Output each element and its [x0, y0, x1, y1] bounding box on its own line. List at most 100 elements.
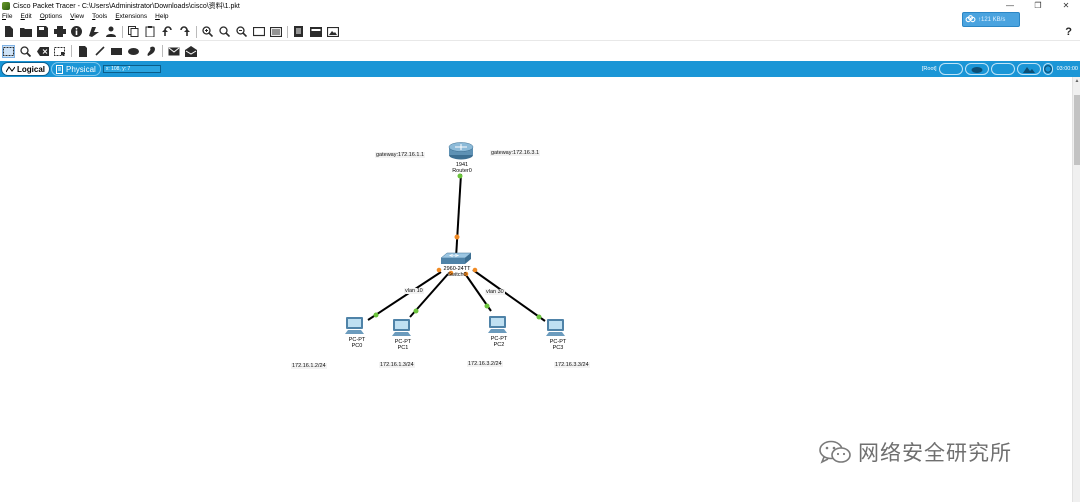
- main-toolbar: [0, 23, 1080, 41]
- tab-physical-label: Physical: [66, 64, 96, 74]
- select-icon[interactable]: [2, 44, 15, 58]
- resize-icon[interactable]: [53, 45, 66, 58]
- menu-options[interactable]: Options: [39, 13, 63, 20]
- custom-device-icon[interactable]: [269, 25, 282, 38]
- logical-workspace-canvas[interactable]: gateway:172.16.1.1 gateway:172.16.3.1 vl…: [0, 77, 1072, 502]
- inspect-icon[interactable]: [19, 45, 32, 58]
- move-object-button[interactable]: [990, 63, 1015, 75]
- topology-links: [345, 142, 565, 336]
- link-light-switch-fa4: [472, 267, 478, 273]
- help-button[interactable]: ?: [1065, 26, 1072, 38]
- tab-physical[interactable]: Physical: [51, 62, 101, 76]
- tab-logical-label: Logical: [17, 64, 46, 74]
- vertical-scrollbar[interactable]: ▲: [1072, 77, 1080, 502]
- pc2-icon[interactable]: [488, 316, 507, 333]
- scroll-up-icon[interactable]: ▲: [1074, 78, 1080, 84]
- image-icon[interactable]: [326, 25, 339, 38]
- place-note-icon[interactable]: [76, 45, 89, 58]
- copy-icon[interactable]: [127, 25, 140, 38]
- pc1-name: PC1: [397, 345, 409, 351]
- add-complex-pdu-icon[interactable]: [184, 45, 197, 58]
- router-label: 1941 Router0: [452, 162, 472, 174]
- pc2-name: PC2: [493, 342, 505, 348]
- minimize-button[interactable]: —: [1006, 1, 1014, 10]
- menu-file[interactable]: File: [2, 13, 13, 20]
- link-light-pc0: [373, 312, 379, 318]
- print-icon[interactable]: [53, 25, 66, 38]
- clock-icon: [1043, 65, 1052, 73]
- cluster-icon[interactable]: [309, 25, 322, 38]
- drawing-palette-icon[interactable]: [252, 25, 265, 38]
- note-gateway-1[interactable]: gateway:172.16.1.1: [375, 152, 426, 158]
- paste-icon[interactable]: [144, 25, 157, 38]
- menu-help[interactable]: Help: [155, 13, 169, 20]
- watermark-text: 网络安全研究所: [858, 442, 1012, 465]
- switch-icon[interactable]: [440, 252, 472, 264]
- toolbar-separator: [287, 25, 288, 38]
- new-cluster-button[interactable]: [964, 63, 989, 75]
- draw-rectangle-icon[interactable]: [110, 45, 123, 58]
- pc1-model: PC-PT: [394, 339, 412, 345]
- link-switch-pc0[interactable]: [367, 271, 442, 321]
- pc0-icon[interactable]: [345, 317, 364, 334]
- note-pc2-ip[interactable]: 172.16.3.2/24: [467, 361, 503, 367]
- link-light-pc1: [413, 308, 419, 314]
- viewport-button[interactable]: [1042, 63, 1053, 75]
- menu-edit[interactable]: Edit: [20, 13, 32, 20]
- note-pc1-ip[interactable]: 172.16.1.3/24: [379, 362, 415, 368]
- switch-model: 2960-24TT: [443, 266, 471, 272]
- zoom-in-icon[interactable]: [201, 25, 214, 38]
- link-switch-pc3[interactable]: [472, 269, 546, 322]
- activity-wizard-icon[interactable]: [87, 25, 100, 38]
- toolbar-separator: [196, 25, 197, 38]
- switch-label: 2960-24TT Switch0: [444, 266, 471, 278]
- note-gateway-3[interactable]: gateway:172.16.3.1: [490, 150, 541, 156]
- logical-workspace-icon: [6, 65, 15, 72]
- delete-icon[interactable]: [36, 45, 49, 58]
- router-model: 1941: [455, 162, 469, 168]
- link-light-pc2: [484, 303, 490, 309]
- pc3-icon[interactable]: [546, 319, 565, 336]
- zoom-out-icon[interactable]: [235, 25, 248, 38]
- menu-extensions[interactable]: Extensions: [115, 13, 148, 20]
- info-icon[interactable]: [70, 25, 83, 38]
- root-label: [Root]: [921, 66, 937, 72]
- draw-freeform-icon[interactable]: [144, 45, 157, 58]
- user-profile-icon[interactable]: [104, 25, 117, 38]
- window-controls: — ❐ ✕: [996, 0, 1080, 11]
- router-icon[interactable]: [448, 142, 474, 160]
- pc1-label: PC-PT PC1: [395, 339, 412, 351]
- draw-line-icon[interactable]: [93, 45, 106, 58]
- wechat-icon: [819, 440, 851, 464]
- menu-view[interactable]: View: [70, 13, 85, 20]
- add-simple-pdu-icon[interactable]: [167, 45, 180, 58]
- cursor-coordinates: x: 108, y: 7: [102, 65, 161, 73]
- back-button[interactable]: [938, 63, 963, 75]
- tab-logical[interactable]: Logical: [1, 62, 51, 76]
- new-file-icon[interactable]: [2, 25, 15, 38]
- restore-button[interactable]: ❐: [1034, 1, 1042, 10]
- close-button[interactable]: ✕: [1062, 1, 1070, 10]
- link-router-switch[interactable]: [455, 173, 462, 259]
- undo-icon[interactable]: [161, 25, 174, 38]
- redo-icon[interactable]: [178, 25, 191, 38]
- pc0-model: PC-PT: [348, 337, 366, 343]
- set-tiled-background-button[interactable]: [1016, 63, 1041, 75]
- note-pc3-ip[interactable]: 172.16.3.3/24: [554, 362, 590, 368]
- pc3-name: PC3: [552, 345, 564, 351]
- workspace-bar: Logical Physical x: 108, y: 7 [Root] 03:…: [0, 61, 1080, 77]
- scrollbar-thumb[interactable]: [1074, 95, 1080, 165]
- note-vlan-30[interactable]: vlan 30: [485, 289, 505, 295]
- pc1-icon[interactable]: [392, 319, 411, 336]
- save-icon[interactable]: [36, 25, 49, 38]
- link-light-switch-uplink: [454, 234, 460, 240]
- speed-arrow: ↑: [978, 16, 981, 23]
- router-name: Router0: [452, 168, 472, 174]
- draw-ellipse-icon[interactable]: [127, 45, 140, 58]
- zoom-reset-icon[interactable]: [218, 25, 231, 38]
- network-info-icon[interactable]: [292, 25, 305, 38]
- note-pc0-ip[interactable]: 172.16.1.2/24: [291, 363, 327, 369]
- open-folder-icon[interactable]: [19, 25, 32, 38]
- menu-tools[interactable]: Tools: [92, 13, 108, 20]
- note-vlan-10[interactable]: vlan 10: [404, 288, 424, 294]
